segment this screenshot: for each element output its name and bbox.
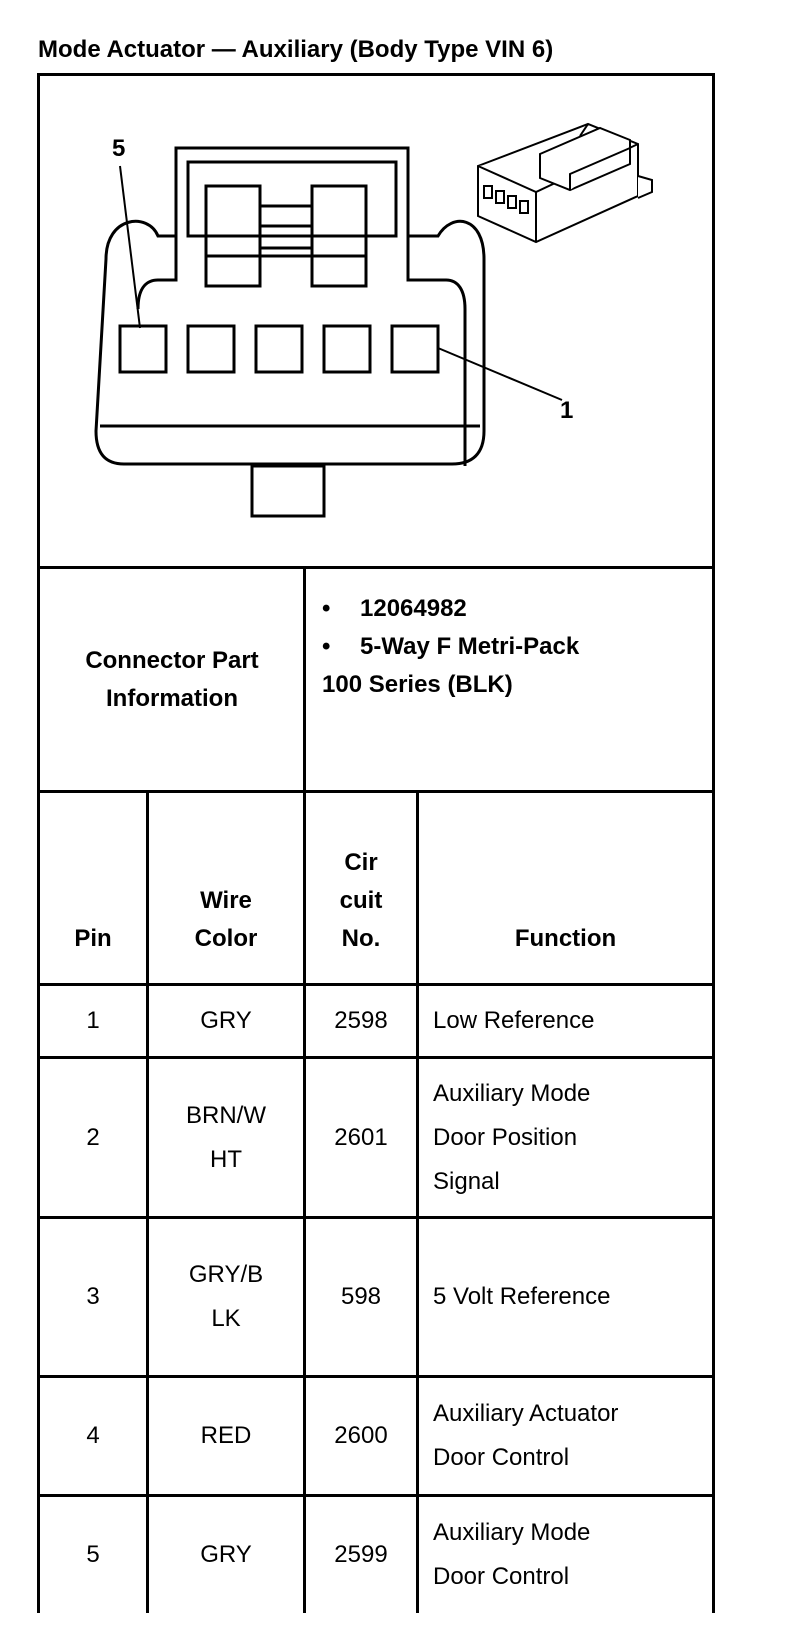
table-row-pin: 4 xyxy=(86,1422,100,1449)
divider xyxy=(416,790,419,1613)
divider xyxy=(303,566,306,1613)
pin-cavity xyxy=(186,324,236,374)
leader-line xyxy=(119,165,141,329)
connector-3d-icon xyxy=(477,122,653,244)
table-row-function: 5 Volt Reference xyxy=(433,1283,611,1310)
header-circuit-no: Cir cuit No. xyxy=(339,849,383,952)
connector-key xyxy=(250,464,326,518)
divider xyxy=(37,983,715,986)
divider xyxy=(146,790,149,1613)
header-function: Function xyxy=(514,925,617,952)
table-row-circuit: 598 xyxy=(340,1283,382,1310)
latch xyxy=(186,160,398,238)
table-row-pin: 3 xyxy=(86,1283,100,1310)
header-pin: Pin xyxy=(74,925,112,952)
header-wire-color: Wire Color xyxy=(194,887,258,952)
pin-cavity xyxy=(322,324,372,374)
connector-diagram: 5 1 xyxy=(94,122,653,518)
divider xyxy=(37,1216,715,1219)
divider xyxy=(37,566,715,569)
table-row-pin: 1 xyxy=(86,1007,100,1034)
divider xyxy=(37,1375,715,1378)
table-row-circuit: 2601 xyxy=(334,1123,388,1151)
connector-type: •5-Way F Metri-Pack xyxy=(322,633,580,660)
leader-line xyxy=(437,347,563,401)
connector-frame xyxy=(37,73,715,1613)
table-row-function: Low Reference xyxy=(433,1007,595,1034)
table-row-wire: GRY xyxy=(200,1541,252,1568)
table-row-circuit: 2598 xyxy=(334,1007,388,1034)
connector-part-info-label: Connector Part Information xyxy=(40,570,304,790)
table-row-pin: 2 xyxy=(86,1123,100,1151)
connector-shell xyxy=(94,146,486,466)
connector-label-line1: Connector Part xyxy=(85,647,259,674)
connector-label-line2: Information xyxy=(106,685,238,712)
table-row-circuit: 2599 xyxy=(334,1541,388,1568)
connector-cavity xyxy=(136,236,467,466)
pin-cavity xyxy=(118,324,168,374)
table-row-circuit: 2600 xyxy=(334,1422,388,1449)
connector-series: 100 Series (BLK) xyxy=(322,671,513,698)
pin-cavity xyxy=(254,324,304,374)
divider xyxy=(37,1056,715,1059)
part-number: •12064982 xyxy=(322,595,467,622)
pin-cavity xyxy=(390,324,440,374)
table-row-wire: GRY xyxy=(200,1007,252,1034)
pin-label-5: 5 xyxy=(112,135,125,162)
pin-label-1: 1 xyxy=(560,397,573,424)
table-row-pin: 5 xyxy=(86,1541,100,1568)
divider xyxy=(37,790,715,793)
page-title: Mode Actuator — Auxiliary (Body Type VIN… xyxy=(38,36,554,63)
divider xyxy=(37,1494,715,1497)
table-row-wire: RED xyxy=(200,1422,252,1449)
connector-part-info: •12064982 •5-Way F Metri-Pack 100 Series… xyxy=(322,590,579,704)
